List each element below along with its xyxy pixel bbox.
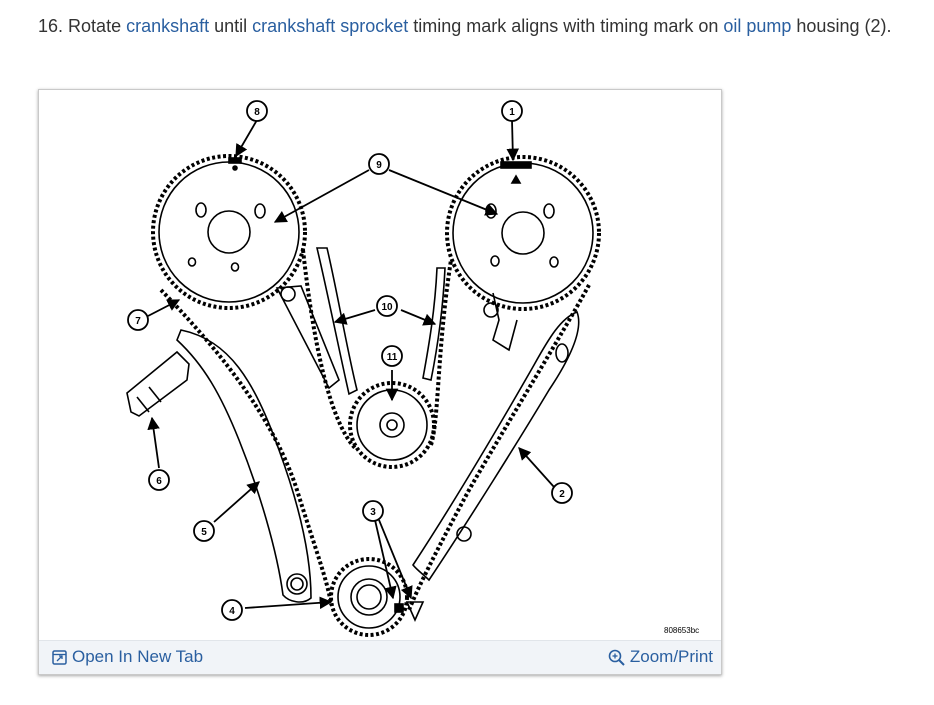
open-in-new-tab-label: Open In New Tab bbox=[72, 647, 204, 666]
svg-text:8: 8 bbox=[254, 107, 260, 118]
svg-text:2: 2 bbox=[559, 489, 565, 500]
svg-text:5: 5 bbox=[201, 527, 207, 538]
link-oil-pump[interactable]: oil pump bbox=[723, 16, 792, 36]
callout-6: 6 bbox=[148, 469, 170, 491]
crankshaft-sprocket bbox=[329, 557, 409, 637]
link-crankshaft-sprocket[interactable]: crankshaft sprocket bbox=[252, 16, 409, 36]
callout-11: 11 bbox=[381, 345, 403, 367]
svg-text:1: 1 bbox=[509, 107, 515, 118]
right-cam-sprocket bbox=[445, 155, 601, 311]
left-chain bbox=[159, 288, 333, 606]
svg-text:10: 10 bbox=[381, 302, 393, 313]
right-chain bbox=[407, 284, 591, 611]
callout-10: 10 bbox=[376, 295, 398, 317]
callout-2: 2 bbox=[551, 482, 573, 504]
open-in-new-tab-icon bbox=[52, 649, 67, 665]
callout-4: 4 bbox=[221, 599, 243, 621]
left-cam-sprocket bbox=[151, 154, 307, 310]
svg-text:11: 11 bbox=[387, 352, 398, 363]
figure-container: 8 1 9 10 11 7 6 5 2 3 4 808653bc Open In… bbox=[38, 89, 722, 675]
link-crankshaft[interactable]: crankshaft bbox=[126, 16, 210, 36]
svg-text:9: 9 bbox=[376, 160, 382, 171]
tensioner-plunger bbox=[126, 350, 190, 417]
callout-5: 5 bbox=[193, 520, 215, 542]
svg-text:6: 6 bbox=[156, 476, 162, 487]
instruction-text: 16. Rotate crankshaft until crankshaft s… bbox=[38, 16, 892, 36]
figure-code: 808653bc bbox=[664, 626, 699, 635]
callout-8: 8 bbox=[246, 100, 268, 122]
step-number: 16. bbox=[38, 16, 64, 36]
svg-text:3: 3 bbox=[370, 507, 376, 518]
zoom-magnifier-icon bbox=[608, 649, 625, 666]
right-tensioner-arm bbox=[412, 310, 580, 582]
figure-toolbar: Open In New Tab Zoom/Print bbox=[39, 640, 721, 674]
callout-9: 9 bbox=[368, 153, 390, 175]
callout-3: 3 bbox=[362, 500, 384, 522]
zoom-print-label: Zoom/Print bbox=[629, 647, 713, 666]
svg-text:4: 4 bbox=[229, 606, 235, 617]
svg-text:7: 7 bbox=[135, 316, 141, 327]
callout-7: 7 bbox=[127, 309, 149, 331]
timing-chain-diagram: 8 1 9 10 11 7 6 5 2 3 4 808653bc bbox=[126, 100, 699, 637]
left-chain-guide bbox=[176, 329, 312, 603]
open-in-new-tab-button[interactable]: Open In New Tab bbox=[52, 646, 203, 668]
callout-1: 1 bbox=[501, 100, 523, 122]
zoom-print-button[interactable]: Zoom/Print bbox=[608, 646, 713, 668]
